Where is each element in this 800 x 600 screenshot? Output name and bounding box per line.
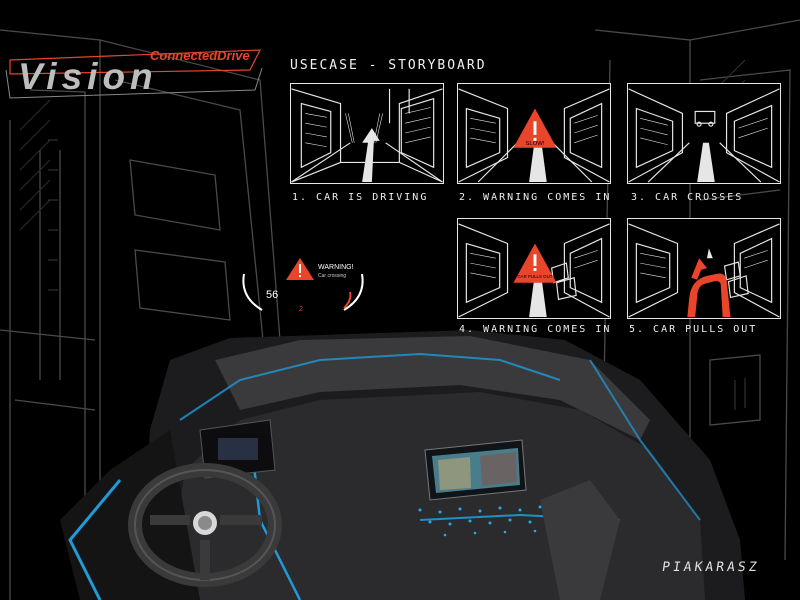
panel-3-caption: 3. CAR CROSSES [631, 192, 744, 203]
storyboard-panel-4: CAR PULLS OUT [457, 218, 611, 319]
hud-display: WARNING! Car crossing 56 2 [232, 252, 374, 316]
panel-2-caption: 2. WARNING COMES IN [459, 192, 612, 203]
panel-2-overlay-text: SLOW! [526, 141, 545, 147]
panel-4-overlay-text: CAR PULLS OUT [517, 274, 552, 279]
brand-sub-name: ConnectedDrive [150, 48, 250, 63]
storyboard-heading: USECASE - STORYBOARD [290, 58, 487, 73]
panel-1-caption: 1. CAR IS DRIVING [292, 192, 429, 203]
panel-5-caption: 5. CAR PULLS OUT [629, 324, 758, 335]
artist-signature: PIAKARASZ [660, 560, 761, 575]
panel-4-caption: 4. WARNING COMES IN [459, 324, 612, 335]
brand-name: Vision [18, 56, 158, 97]
hud-speed: 56 [266, 289, 279, 301]
hud-gear: 2 [299, 306, 303, 313]
storyboard-panel-5 [627, 218, 781, 319]
storyboard-panel-3 [627, 83, 781, 184]
hud-warning-title: WARNING! [318, 264, 354, 271]
storyboard-panel-1 [290, 83, 444, 184]
car-interior [60, 330, 745, 600]
brand-logo: ConnectedDrive Vision [0, 40, 270, 100]
storyboard-panel-2: SLOW! [457, 83, 611, 184]
hud-warning-subtitle: Car crossing [318, 273, 347, 279]
